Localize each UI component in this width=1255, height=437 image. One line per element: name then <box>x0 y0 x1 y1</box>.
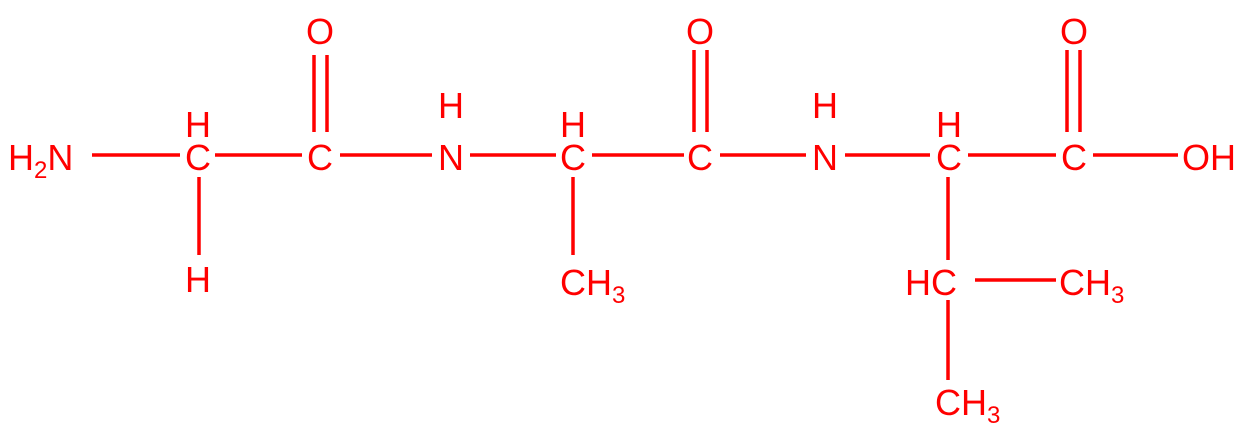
atom-c3-methyl: CH3 <box>560 262 625 309</box>
atom-c6: C <box>1061 137 1087 178</box>
atom-c5-h: H <box>936 104 962 145</box>
amine-label: H2N <box>8 137 73 184</box>
bonds <box>92 50 1178 380</box>
atom-c5: C <box>936 137 962 178</box>
atom-o6: O <box>1060 11 1088 52</box>
atom-n2: N <box>812 137 838 178</box>
atom-n1: N <box>438 137 464 178</box>
atom-n2-h: H <box>812 85 838 126</box>
atom-c3: C <box>560 137 586 178</box>
atom-hc: HC <box>905 262 957 303</box>
atom-o4: O <box>686 11 714 52</box>
atom-val-methyl-right: CH3 <box>1059 262 1124 309</box>
atom-o2: O <box>306 11 334 52</box>
atom-val-methyl-bottom: CH3 <box>935 382 1000 429</box>
atom-c1: C <box>185 137 211 178</box>
atom-c2: C <box>307 137 333 178</box>
atom-n1-h: H <box>438 85 464 126</box>
atom-c4: C <box>687 137 713 178</box>
atom-oh: OH <box>1182 137 1236 178</box>
atom-c3-h: H <box>560 104 586 145</box>
atom-c1-h-bottom: H <box>185 259 211 300</box>
atom-c1-h-top: H <box>185 104 211 145</box>
